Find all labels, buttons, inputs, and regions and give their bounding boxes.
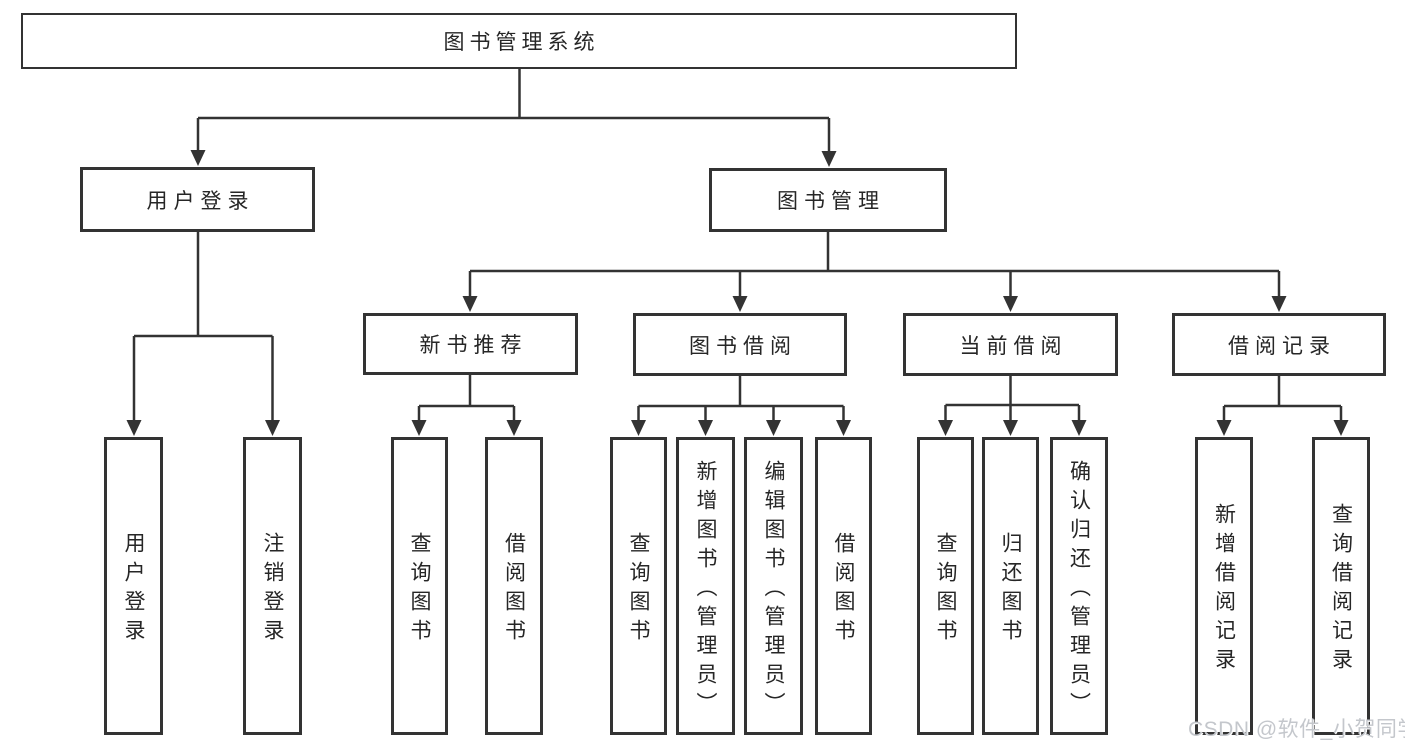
leaf-query-books-borrowing: 查询图书 <box>610 437 667 735</box>
node-user-login-label: 用户登录 <box>146 189 255 213</box>
leaf-query-books-current: 查询图书 <box>917 437 974 735</box>
leaf-user-login: 用户登录 <box>104 437 163 735</box>
node-book-management: 图书管理 <box>709 168 947 232</box>
leaf-return-books-label: 归还图书 <box>999 532 1022 648</box>
leaf-confirm-return-admin: 确认归还（管理员） <box>1050 437 1108 735</box>
leaf-edit-books-admin: 编辑图书（管理员） <box>744 437 803 735</box>
leaf-query-books-current-label: 查询图书 <box>934 532 957 648</box>
leaf-query-books-recommend: 查询图书 <box>391 437 448 735</box>
root-node: 图书管理系统 <box>21 13 1017 69</box>
leaf-query-borrow-record: 查询借阅记录 <box>1312 437 1370 735</box>
leaf-return-books: 归还图书 <box>982 437 1039 735</box>
node-new-book-recommendation: 新书推荐 <box>363 313 578 375</box>
leaf-add-books-admin: 新增图书（管理员） <box>676 437 735 735</box>
leaf-query-books-recommend-label: 查询图书 <box>408 532 431 648</box>
leaf-borrow-books-recommend: 借阅图书 <box>485 437 543 735</box>
leaf-query-books-borrowing-label: 查询图书 <box>627 532 650 648</box>
leaf-user-login-label: 用户登录 <box>122 532 145 648</box>
node-new-book-recommendation-label: 新书推荐 <box>419 334 528 357</box>
node-current-borrowing: 当前借阅 <box>903 313 1118 376</box>
leaf-borrow-books-borrowing-label: 借阅图书 <box>832 532 855 648</box>
node-book-management-label: 图书管理 <box>777 190 885 213</box>
node-book-borrowing: 图书借阅 <box>633 313 847 376</box>
leaf-add-books-admin-label: 新增图书（管理员） <box>694 459 717 721</box>
root-node-label: 图书管理系统 <box>443 31 600 54</box>
leaf-query-borrow-record-label: 查询借阅记录 <box>1329 503 1353 677</box>
node-book-borrowing-label: 图书借阅 <box>689 334 797 358</box>
leaf-borrow-books-borrowing: 借阅图书 <box>815 437 872 735</box>
leaf-borrow-books-recommend-label: 借阅图书 <box>502 532 526 648</box>
leaf-edit-books-admin-label: 编辑图书（管理员） <box>762 459 785 721</box>
node-borrowing-records: 借阅记录 <box>1172 313 1386 376</box>
leaf-logout-label: 注销登录 <box>261 532 284 648</box>
watermark: CSDN @软件_小贺同学 <box>1188 718 1405 741</box>
leaf-add-borrow-record-label: 新增借阅记录 <box>1212 503 1236 677</box>
node-borrowing-records-label: 借阅记录 <box>1228 334 1336 358</box>
leaf-logout: 注销登录 <box>243 437 302 735</box>
leaf-add-borrow-record: 新增借阅记录 <box>1195 437 1253 735</box>
leaf-confirm-return-admin-label: 确认归还（管理员） <box>1067 459 1091 721</box>
node-user-login: 用户登录 <box>80 167 315 232</box>
node-current-borrowing-label: 当前借阅 <box>959 334 1068 358</box>
